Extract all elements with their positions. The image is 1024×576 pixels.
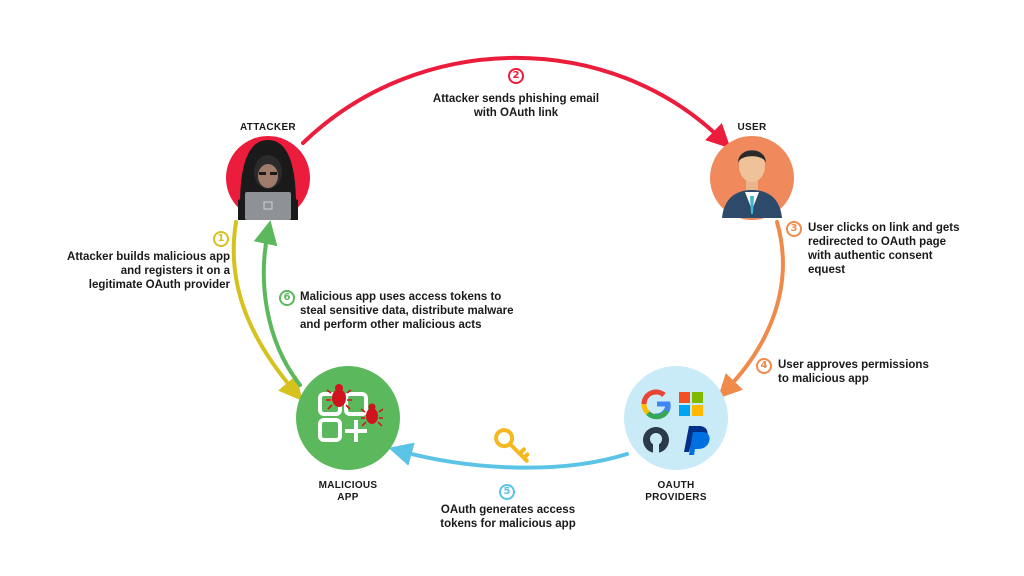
user-label: USER: [737, 122, 767, 133]
github-icon: [643, 427, 669, 453]
hacker-icon: [238, 140, 298, 220]
arrow-step-6: [253, 220, 302, 387]
arrow-step-5: [388, 442, 629, 470]
microsoft-icon: [679, 392, 703, 416]
app-grid-icon: [318, 392, 368, 442]
arrow-step-3-4: [717, 220, 785, 399]
step-6-badge: 6: [279, 290, 295, 306]
step-4-badge: 4: [756, 358, 772, 374]
step-1-text: Attacker builds malicious app and regist…: [67, 251, 230, 291]
step-5-badge: 5: [499, 484, 515, 500]
malicious-app-node: [296, 366, 400, 470]
step-1-badge: 1: [213, 231, 229, 247]
key-icon: [494, 428, 530, 463]
malicious-app-label: MALICIOUS APP: [318, 480, 378, 503]
oauth-providers-label: OAUTH PROVIDERS: [645, 480, 707, 503]
user-avatar-icon: [722, 150, 782, 218]
step-4-text: User approves permissions to malicious a…: [778, 359, 929, 385]
user-node: [710, 136, 794, 220]
paypal-icon: [684, 426, 710, 455]
step-3-text: User clicks on link and gets redirected …: [808, 222, 960, 276]
step-5-text: OAuth generates access tokens for malici…: [440, 504, 576, 530]
bug-icon: [326, 384, 384, 427]
arrow-step-1: [231, 220, 303, 402]
step-2-text: Attacker sends phishing email with OAuth…: [432, 93, 600, 119]
arrow-step-2: [301, 55, 731, 149]
step-3-badge: 3: [786, 221, 802, 237]
google-icon: [641, 389, 671, 420]
step-6-text: Malicious app uses access tokens to stea…: [300, 291, 514, 331]
step-2-badge: 2: [508, 68, 524, 84]
oauth-providers-node: [624, 366, 728, 470]
attacker-node: [226, 136, 310, 220]
attacker-label: ATTACKER: [240, 122, 296, 133]
